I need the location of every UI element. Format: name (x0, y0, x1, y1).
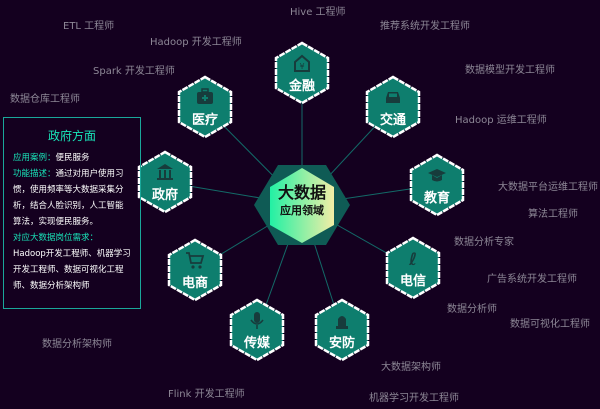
node-hexagon (385, 236, 441, 300)
node-hexagon (314, 298, 370, 362)
node-hexagon (177, 75, 233, 139)
job-title: 数据模型开发工程师 (465, 65, 555, 76)
job-title: 算法工程师 (528, 209, 578, 220)
node-hexagon (167, 238, 223, 302)
case-label: 应用案例： (13, 153, 56, 163)
microphone-icon (250, 312, 264, 329)
node-hexagon (137, 150, 193, 214)
domain-node-2[interactable]: 教育 (409, 153, 465, 217)
desc-label: 功能描述： (13, 169, 56, 179)
job-title: 数据仓库工程师 (10, 94, 80, 105)
domain-node-0[interactable]: ¥ 金融 (274, 41, 330, 105)
domain-node-6[interactable]: 电商 (167, 238, 223, 302)
job-title: 数据分析架构师 (42, 339, 112, 350)
job-title: Hive 工程师 (290, 7, 346, 18)
node-hexagon (229, 298, 285, 362)
node-label: 教育 (423, 191, 450, 206)
center-title-main: 大数据 (277, 183, 326, 202)
telecom-logo-icon: ℓ (408, 250, 417, 268)
job-title: 机器学习开发工程师 (369, 393, 459, 404)
alarm-light-icon (336, 316, 348, 329)
node-hexagon (365, 75, 421, 139)
job-title: 大数据架构师 (381, 362, 441, 373)
bank-house-yen-icon: ¥ (294, 54, 310, 72)
medical-kit-icon (197, 88, 213, 104)
svg-text:ℓ: ℓ (408, 250, 417, 268)
job-title: Flink 开发工程师 (168, 389, 245, 400)
center-title: 大数据 应用领域 (262, 183, 342, 219)
node-label: 金融 (288, 79, 315, 94)
node-label: 安防 (328, 336, 355, 351)
desc-value: 通过对用户使用习惯，使用频率等大数据采集分析，结合人脸识别，人工智能算法，实现便… (13, 169, 124, 227)
job-title: Spark 开发工程师 (93, 66, 175, 77)
graduation-cap-icon (428, 169, 446, 182)
node-label: 政府 (151, 188, 178, 203)
job-title: 广告系统开发工程师 (487, 274, 577, 285)
node-label: 交通 (379, 113, 406, 128)
job-title: 推荐系统开发工程师 (380, 21, 470, 32)
case-value: 便民服务 (55, 153, 90, 163)
node-label: 电信 (399, 274, 426, 289)
node-hexagon (409, 153, 465, 217)
domain-node-4[interactable]: 安防 (314, 298, 370, 362)
job-title: ETL 工程师 (63, 21, 115, 32)
center-title-sub: 应用领域 (280, 204, 324, 217)
government-building-icon (157, 164, 173, 180)
job-title: 数据可视化工程师 (510, 319, 590, 330)
node-label: 医疗 (191, 113, 218, 128)
job-title: Hadoop 开发工程师 (150, 37, 242, 48)
job-title: Hadoop 运维工程师 (455, 115, 547, 126)
car-icon (386, 92, 400, 103)
domain-node-1[interactable]: 交通 (365, 75, 421, 139)
panel-title: 政府方面 (47, 129, 96, 143)
node-hexagon (274, 41, 330, 105)
node-label: 电商 (181, 276, 208, 291)
jobs-label: 对应大数据岗位需求： (13, 233, 99, 243)
svg-text:¥: ¥ (299, 62, 304, 71)
node-label: 传媒 (243, 336, 270, 351)
job-title: 数据分析专家 (454, 237, 514, 248)
center-hex-inner (270, 168, 334, 243)
domain-node-3[interactable]: ℓ 电信 (385, 236, 441, 300)
domain-node-8[interactable]: 医疗 (177, 75, 233, 139)
job-title: 数据分析师 (447, 304, 497, 315)
shopping-cart-icon (186, 252, 205, 269)
government-info-panel: 政府方面 应用案例：便民服务 功能描述：通过对用户使用习惯，使用频率等大数据采集… (3, 117, 141, 309)
job-title: 大数据平台运维工程师 (498, 182, 598, 193)
jobs-value: Hadoop开发工程师、机器学习开发工程师、数据可视化工程师、数据分析架构师 (13, 249, 131, 291)
domain-node-7[interactable]: 政府 (137, 150, 193, 214)
domain-node-5[interactable]: 传媒 (229, 298, 285, 362)
